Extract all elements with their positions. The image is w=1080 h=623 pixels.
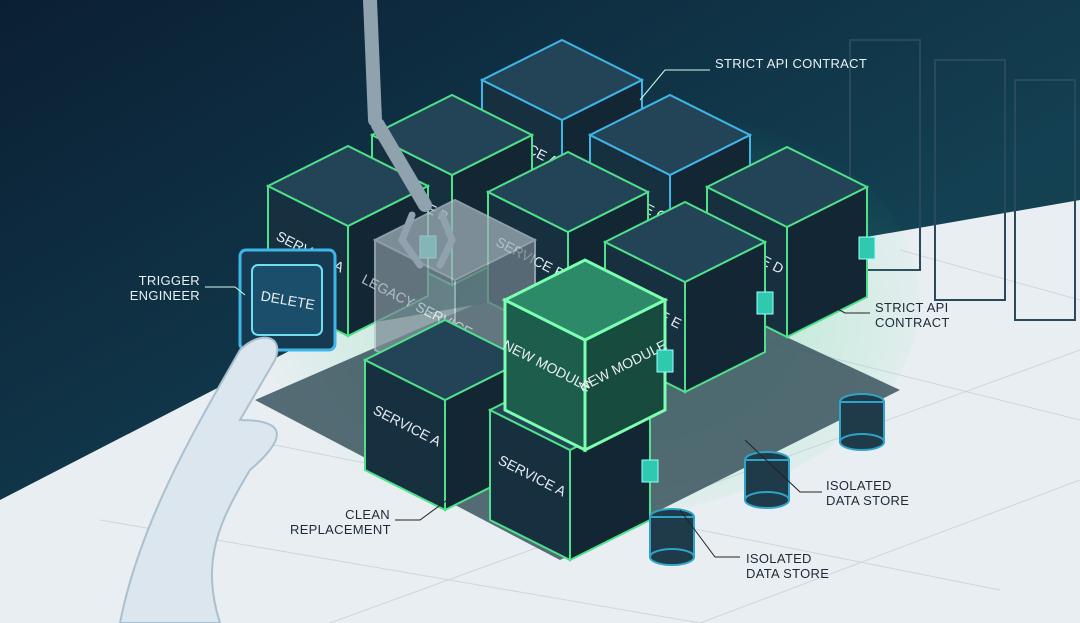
cube-top-face <box>369 93 535 177</box>
cube-top-face <box>704 145 870 229</box>
robot-arm <box>363 0 456 269</box>
database-icon <box>839 393 885 451</box>
cube-top-face <box>602 200 768 284</box>
data-stores <box>649 393 885 566</box>
delete-button[interactable]: DELETE <box>238 248 337 352</box>
api-connector-icon <box>858 236 876 260</box>
cube-top-face <box>265 144 431 228</box>
annotation-clean-replacement: CLEAN REPLACEMENT <box>290 507 391 537</box>
database-icon <box>744 451 790 509</box>
annotation-trigger-engineer: TRIGGER ENGINEER <box>129 273 200 303</box>
annotation-isolated-data-store-2: ISOLATED DATA STORE <box>746 551 830 581</box>
cube-top-face <box>485 150 651 234</box>
cube-top-face <box>479 38 645 122</box>
annotation-strict-api-top: STRICT API CONTRACT <box>715 56 868 71</box>
annotation-strict-api-right: STRICT API CONTRACT <box>875 300 950 330</box>
annotation-isolated-data-store-1: ISOLATED DATA STORE <box>826 478 910 508</box>
api-connector-icon <box>756 291 774 315</box>
api-connector-icon <box>641 459 659 483</box>
api-connector-icon <box>656 349 674 373</box>
database-icon <box>649 508 695 566</box>
hand-icon <box>118 336 279 623</box>
cube-top-face <box>587 93 753 177</box>
leader-lines <box>205 69 870 558</box>
cube-top-face <box>501 258 669 342</box>
